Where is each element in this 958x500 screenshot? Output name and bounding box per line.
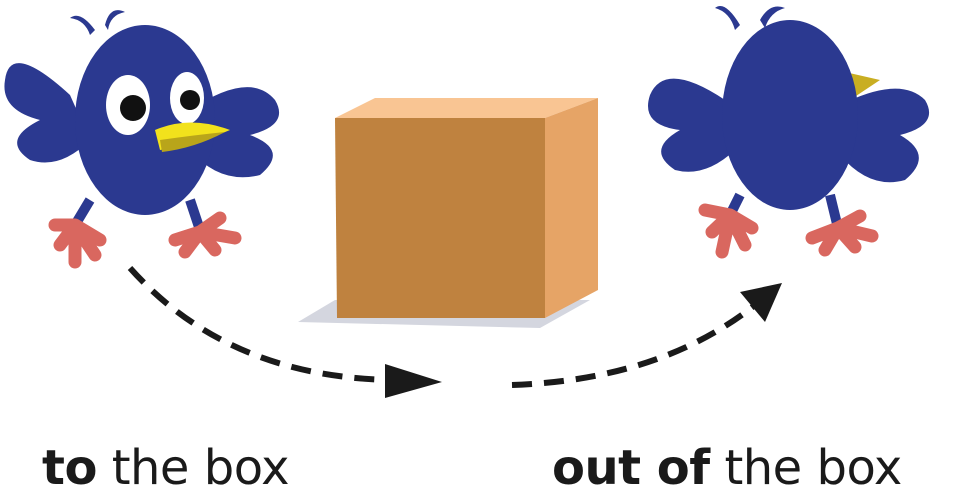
caption-bold: to	[42, 440, 97, 496]
bird-right	[648, 6, 930, 259]
caption-regular: the box	[724, 440, 902, 496]
foot-icon	[48, 218, 107, 269]
foot-icon	[805, 209, 879, 257]
box	[298, 98, 598, 328]
bird-left	[4, 10, 280, 269]
wing-right-icon	[840, 88, 930, 183]
wing-left-icon	[4, 63, 91, 163]
caption-to-the-box: to the box	[42, 440, 289, 496]
foot-icon	[168, 211, 242, 259]
caption-out-of-the-box: out of the box	[552, 440, 902, 496]
caption-bold: out of	[552, 440, 710, 496]
arrow-to-box	[127, 266, 442, 398]
foot-icon	[698, 203, 759, 259]
arrow-out-of-box	[511, 283, 782, 388]
caption-regular: the box	[111, 440, 290, 496]
wing-left-icon	[648, 78, 735, 172]
